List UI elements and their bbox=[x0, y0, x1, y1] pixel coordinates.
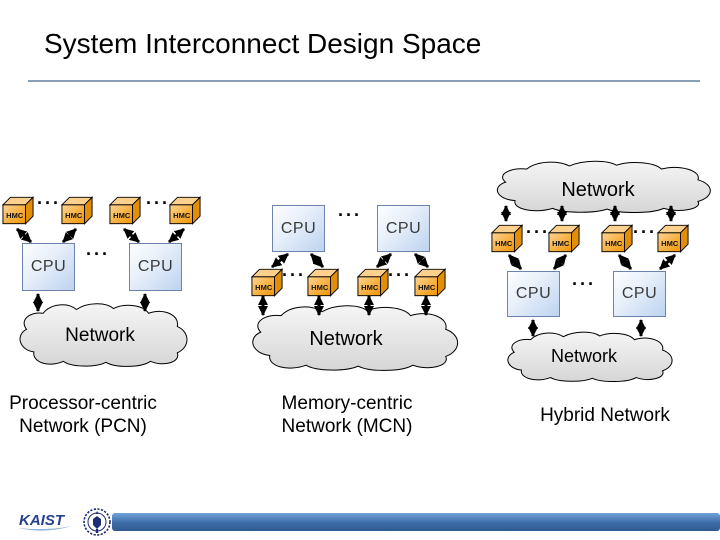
hmc-cube: HMC bbox=[600, 224, 634, 253]
hmc-label: HMC bbox=[311, 283, 329, 292]
network-cloud-hybrid-bottom bbox=[496, 330, 678, 382]
cpu-label: CPU bbox=[280, 219, 317, 237]
network-label-pcn: Network bbox=[65, 325, 135, 346]
cpu-label: CPU bbox=[621, 285, 658, 302]
hmc-label: HMC bbox=[6, 211, 24, 220]
hmc-cube: HMC bbox=[547, 224, 581, 253]
caption-mcn: Memory-centric Network (MCN) bbox=[264, 392, 430, 438]
ellipsis: ··· bbox=[86, 244, 110, 264]
cpu-label: CPU bbox=[385, 219, 422, 237]
hmc-label: HMC bbox=[361, 283, 379, 292]
hmc-cube: HMC bbox=[413, 268, 447, 297]
ellipsis: ··· bbox=[526, 222, 550, 242]
hmc-cube: HMC bbox=[356, 268, 390, 297]
hmc-label: HMC bbox=[65, 211, 83, 220]
hmc-cube: HMC bbox=[108, 196, 142, 225]
cpu-box: CPU bbox=[377, 205, 430, 252]
hmc-label: HMC bbox=[552, 239, 570, 248]
caption-hybrid-line1: Hybrid Network bbox=[540, 405, 670, 426]
caption-pcn-line2: Network (PCN) bbox=[19, 416, 147, 437]
kaist-logo: KAIST bbox=[18, 512, 72, 531]
kaist-logo-text: KAIST bbox=[19, 512, 66, 529]
hmc-label: HMC bbox=[605, 239, 623, 248]
ellipsis: ··· bbox=[282, 265, 306, 285]
caption-pcn-line1: Processor-centric bbox=[9, 393, 157, 414]
ellipsis: ··· bbox=[572, 274, 596, 294]
hmc-cube: HMC bbox=[168, 196, 202, 225]
hmc-cube: HMC bbox=[250, 268, 284, 297]
cpu-box: CPU bbox=[129, 243, 182, 291]
title-divider bbox=[28, 80, 700, 82]
network-cloud-pcn bbox=[8, 301, 193, 367]
hmc-label: HMC bbox=[255, 283, 273, 292]
network-label-mcn: Network bbox=[309, 328, 383, 350]
hmc-label: HMC bbox=[418, 283, 436, 292]
ellipsis: ··· bbox=[338, 205, 362, 225]
cpu-box: CPU bbox=[613, 271, 666, 317]
hmc-cube: HMC bbox=[656, 224, 690, 253]
caption-mcn-line1: Memory-centric bbox=[281, 393, 413, 414]
hmc-cube: HMC bbox=[60, 196, 94, 225]
page-title: System Interconnect Design Space bbox=[44, 28, 482, 59]
university-seal-icon bbox=[83, 508, 111, 536]
hmc-cube: HMC bbox=[1, 196, 35, 225]
kaist-swoosh bbox=[18, 526, 72, 531]
network-cloud-hybrid-top bbox=[482, 159, 718, 213]
caption-pcn: Processor-centric Network (PCN) bbox=[8, 392, 158, 438]
hmc-label: HMC bbox=[113, 211, 131, 220]
cpu-label: CPU bbox=[30, 258, 67, 275]
network-label-hybrid-top: Network bbox=[561, 179, 635, 201]
caption-hybrid: Hybrid Network bbox=[505, 404, 705, 427]
network-label-hybrid-bottom: Network bbox=[550, 346, 617, 366]
hmc-cube: HMC bbox=[306, 268, 340, 297]
hmc-label: HMC bbox=[495, 239, 513, 248]
cpu-box: CPU bbox=[507, 271, 560, 317]
cpu-box: CPU bbox=[22, 243, 75, 291]
ellipsis: ··· bbox=[388, 265, 412, 285]
ellipsis: ··· bbox=[633, 222, 657, 242]
hmc-cube: HMC bbox=[490, 224, 524, 253]
caption-mcn-line2: Network (MCN) bbox=[281, 416, 413, 437]
cpu-label: CPU bbox=[515, 285, 552, 302]
hmc-label: HMC bbox=[661, 239, 679, 248]
ellipsis: ··· bbox=[37, 193, 61, 213]
cpu-box: CPU bbox=[272, 205, 325, 252]
hmc-label: HMC bbox=[173, 211, 191, 220]
ellipsis: ··· bbox=[146, 193, 170, 213]
footer-accent-bar bbox=[112, 513, 720, 531]
cpu-label: CPU bbox=[137, 258, 174, 275]
